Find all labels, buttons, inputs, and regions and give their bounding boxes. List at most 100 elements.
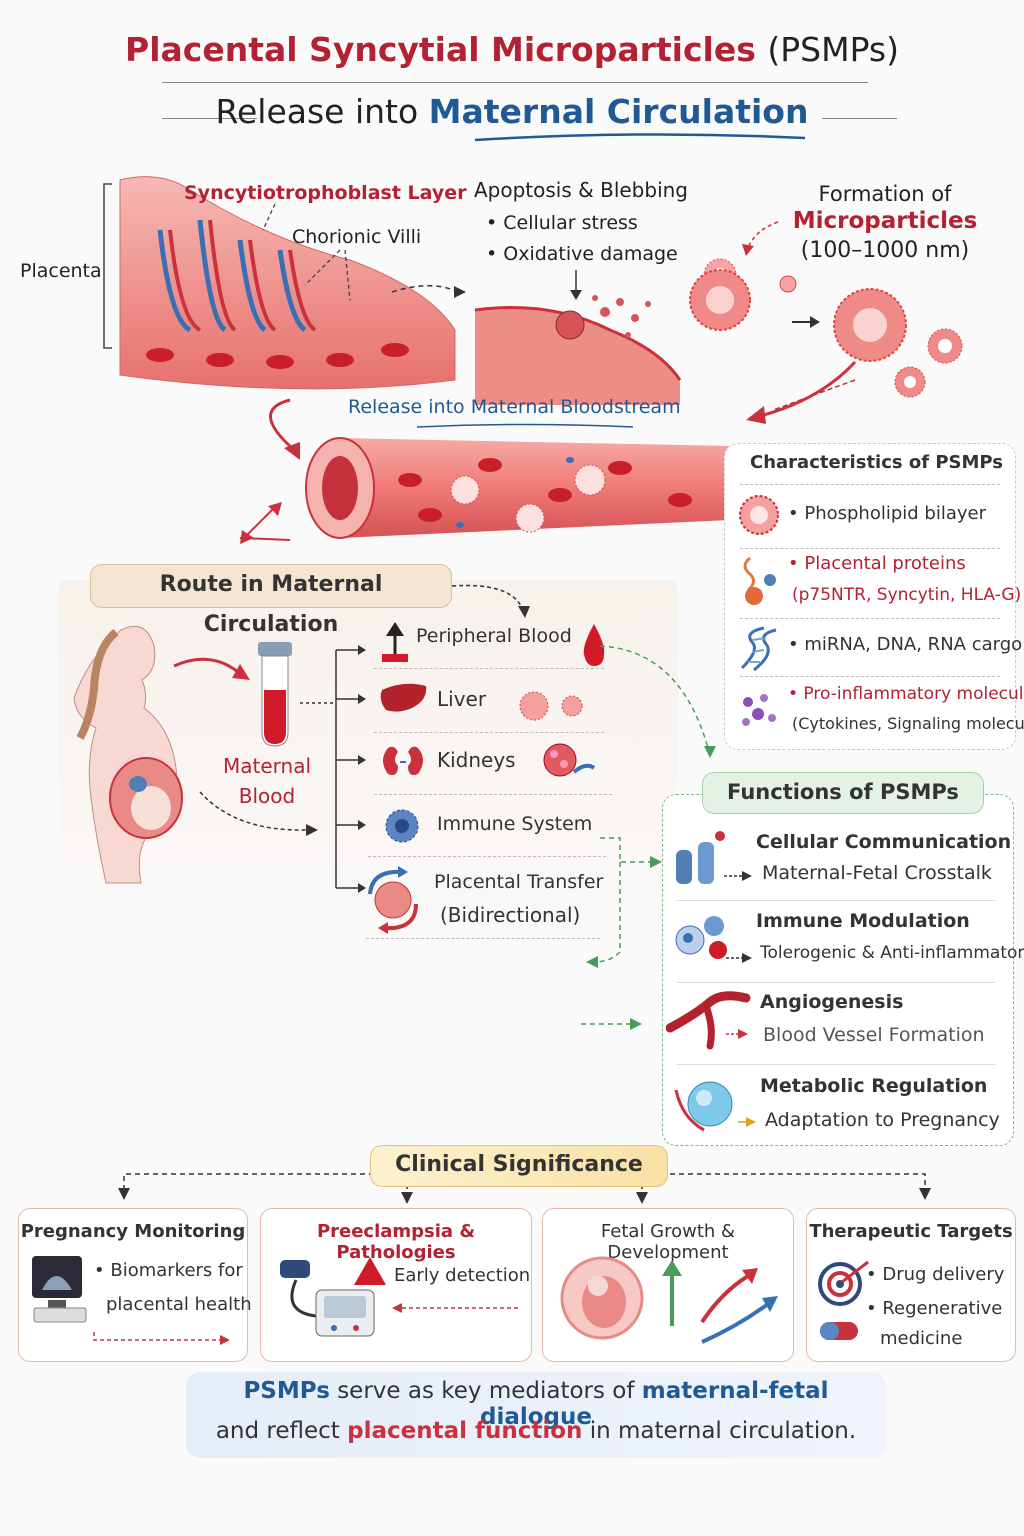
subtitle-line-left — [162, 118, 257, 119]
release-underline — [416, 423, 634, 428]
kidneys-icon — [383, 746, 423, 775]
function-3-sub: Blood Vessel Formation — [763, 1024, 985, 1046]
microparticles-illustration — [689, 221, 963, 410]
blood-pressure-icon — [280, 1260, 375, 1337]
function-4-sub: Adaptation to Pregnancy — [765, 1109, 1000, 1131]
characteristic-4: • Pro-inflammatory molecules — [788, 684, 1024, 704]
route-item-immune-system: Immune System — [437, 813, 593, 835]
divider — [676, 982, 996, 984]
villi-label: Chorionic Villi — [292, 226, 422, 248]
blood-vessel-illustration — [239, 398, 730, 541]
card-fetal-growth: Fetal Growth & Development — [542, 1208, 794, 1362]
characteristic-3: • miRNA, DNA, RNA cargo — [788, 634, 1023, 655]
route-item-kidneys: Kidneys — [437, 748, 516, 772]
characteristic-1: • Phospholipid bilayer — [788, 503, 986, 524]
arrow-to-bloodstream — [746, 360, 857, 424]
function-1-title: Cellular Communication — [756, 831, 1012, 853]
divider — [374, 794, 612, 796]
card-1-arrow — [93, 1332, 230, 1345]
characteristic-2: • Placental proteins — [788, 553, 966, 574]
divider — [676, 900, 996, 902]
formation-label: Formation of Microparticles (100–1000 nm… — [792, 182, 978, 263]
maternal-blood-label: Maternal Blood — [222, 754, 312, 808]
card-2-arrow — [392, 1303, 518, 1313]
apoptosis-item-1: • Cellular stress — [486, 212, 638, 234]
divider — [740, 484, 1000, 486]
divider — [366, 938, 600, 940]
card-preeclampsia: Preeclampsia & Pathologies — [260, 1208, 532, 1362]
peripheral-blood-icon — [382, 622, 408, 662]
card-1-line-1: • Biomarkers for — [94, 1260, 243, 1281]
fetal-growth-illustration — [560, 1256, 778, 1344]
divider — [740, 548, 1000, 550]
function-1-sub: Maternal-Fetal Crosstalk — [762, 862, 992, 884]
apoptosis-arrow — [570, 270, 582, 300]
placenta-label: Placenta — [20, 260, 102, 282]
kidney-particles-icon — [543, 743, 596, 777]
release-label: Release into Maternal Bloodstream — [348, 396, 681, 418]
route-branch-lines — [300, 645, 366, 893]
card-4-line-2: • Regenerative — [866, 1298, 1003, 1319]
apoptosis-title: Apoptosis & Blebbing — [474, 178, 688, 202]
characteristics-title: Characteristics of PSMPs — [750, 452, 1003, 473]
functions-title: Functions of PSMPs — [702, 772, 984, 814]
angiogenesis-icon — [666, 991, 751, 1050]
divider — [676, 1064, 996, 1066]
route-item-liver: Liver — [437, 687, 487, 711]
route-item-placental-transfer: Placental Transfer — [434, 871, 604, 893]
villi-pointers — [262, 203, 351, 301]
function-4-title: Metabolic Regulation — [760, 1075, 988, 1097]
cytokine-icon — [742, 694, 776, 726]
warning-triangle-icon — [354, 1257, 386, 1285]
divider — [740, 618, 1000, 620]
characteristic-4-detail: (Cytokines, Signaling molecules) — [792, 714, 1024, 733]
summary-line-2: and reflect placental function in matern… — [215, 1418, 857, 1444]
clinical-title: Clinical Significance — [370, 1145, 668, 1187]
function-3-title: Angiogenesis — [760, 991, 904, 1013]
title-divider — [162, 82, 868, 83]
card-4-line-3: medicine — [880, 1328, 963, 1349]
arrow-to-route — [240, 502, 282, 544]
card-3-title: Fetal Growth & Development — [600, 1221, 736, 1263]
ultrasound-monitor-icon — [32, 1256, 87, 1323]
divider — [368, 856, 606, 858]
page-title: Placental Syncytial Microparticles (PSMP… — [125, 30, 899, 69]
target-pill-icon — [818, 1260, 869, 1340]
arrow-to-routes — [199, 791, 318, 836]
blebbing-illustration — [474, 295, 682, 405]
route-title: Route in Maternal Circulation — [90, 564, 452, 637]
metabolic-icon — [674, 1081, 756, 1132]
liver-particles-icon — [519, 691, 583, 721]
summary-line-1: PSMPs serve as key mediators of maternal… — [243, 1378, 829, 1430]
protein-icon — [743, 556, 776, 605]
function-2-title: Immune Modulation — [756, 910, 970, 932]
divider — [740, 676, 1000, 678]
card-1-title: Pregnancy Monitoring — [20, 1221, 246, 1242]
subtitle-line-right — [822, 118, 897, 119]
immune-modulation-icon — [675, 916, 752, 963]
blood-drop-icon — [583, 624, 605, 666]
characteristic-2-detail: (p75NTR, Syncytin, HLA-G) — [792, 585, 1022, 605]
function-connectors — [580, 645, 716, 1030]
characteristics-panel — [724, 443, 1016, 750]
liver-icon — [380, 683, 427, 712]
page-subtitle: Release into Maternal Circulation — [215, 92, 809, 131]
card-2-title: Preeclampsia & Pathologies — [316, 1221, 476, 1263]
syncytio-label: Syncytiotrophoblast Layer — [184, 182, 467, 204]
divider — [374, 732, 604, 734]
subtitle-underline — [474, 133, 806, 142]
route-arrow — [451, 584, 530, 618]
function-2-sub: Tolerogenic & Anti-inflammatory — [760, 943, 1024, 963]
immune-cell-icon — [385, 809, 419, 843]
cell-communication-icon — [676, 831, 752, 884]
dna-icon — [740, 626, 777, 672]
card-4-line-1: • Drug delivery — [866, 1264, 1005, 1285]
divider — [374, 668, 604, 670]
card-4-title: Therapeutic Targets — [809, 1221, 1013, 1242]
route-item-peripheral-blood: Peripheral Blood — [416, 625, 572, 647]
placenta-illustration — [119, 176, 456, 390]
blood-tube-icon — [258, 642, 292, 747]
placenta-bracket — [103, 183, 112, 349]
card-2-line-1: Early detection — [394, 1265, 531, 1286]
arrow-to-apoptosis — [391, 285, 466, 298]
